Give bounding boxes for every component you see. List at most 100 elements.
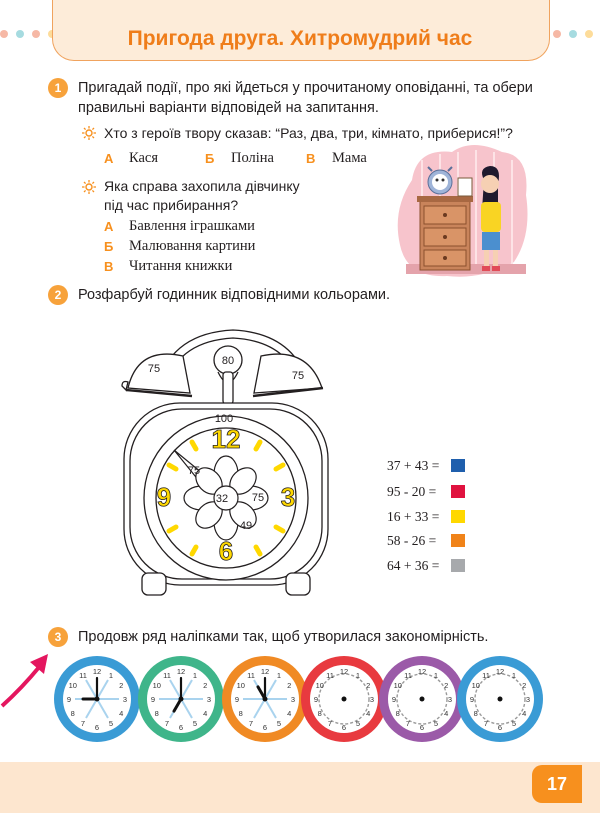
dot <box>16 30 24 38</box>
dial-number: 10 <box>237 681 245 690</box>
dial-number: 8 <box>318 709 322 718</box>
clock-center <box>497 696 503 702</box>
dial-number: 9 <box>235 695 239 704</box>
task1-text-line1: Пригадай події, про які йдеться у прочит… <box>78 80 533 96</box>
dial-number: 5 <box>109 719 113 728</box>
dial-number: 7 <box>484 719 488 728</box>
dial-number: 10 <box>316 681 324 690</box>
dial-number: 5 <box>512 719 516 728</box>
option-letter[interactable]: А <box>104 151 114 166</box>
dial-number: 9 <box>67 695 71 704</box>
dial-number: 1 <box>193 671 197 680</box>
option-letter[interactable]: Б <box>205 151 215 166</box>
dial-number: 12 <box>496 667 504 676</box>
dial-number: 6 <box>95 723 99 732</box>
dial-number: 2 <box>366 681 370 690</box>
dial-number: 7 <box>406 719 410 728</box>
color-swatch <box>451 510 465 523</box>
question2-text-line2: під час прибирання? <box>104 197 239 213</box>
clock-center <box>341 696 347 702</box>
dial-number: 6 <box>263 723 267 732</box>
dial-number: 8 <box>155 709 159 718</box>
clock-face-number: 12 <box>212 424 241 454</box>
dial-number: 6 <box>498 723 502 732</box>
dial-number: 6 <box>179 723 183 732</box>
clock-center <box>262 696 268 702</box>
dial-number: 2 <box>522 681 526 690</box>
page-footer <box>0 762 600 813</box>
dial-number: 5 <box>277 719 281 728</box>
dial-number: 1 <box>356 671 360 680</box>
dial-number: 2 <box>444 681 448 690</box>
clock-region-label: 80 <box>222 355 234 367</box>
dial-number: 1 <box>109 671 113 680</box>
dial-number: 5 <box>193 719 197 728</box>
clock-region-label: 75 <box>292 370 304 382</box>
page-number: 17 <box>532 765 582 803</box>
task3-text: Продовж ряд наліпками так, щоб утворилас… <box>78 629 489 645</box>
option-text[interactable]: Бавлення іграшками <box>129 218 255 234</box>
dot <box>585 30 593 38</box>
clock-center <box>419 696 425 702</box>
dot <box>569 30 577 38</box>
dial-number: 4 <box>444 709 448 718</box>
color-key-equation: 37 + 43 = <box>387 458 440 473</box>
color-swatch <box>451 485 465 498</box>
alarm-clock-coloring: 12 3 6 9 80 75 75 100 75 32 75 49 <box>121 329 329 596</box>
dial-number: 9 <box>470 695 474 704</box>
option-letter[interactable]: В <box>306 151 316 166</box>
task-number-badge: 3 <box>48 627 68 647</box>
dial-number: 7 <box>328 719 332 728</box>
snowflake-icon <box>75 679 119 719</box>
color-key-equation: 95 - 20 = <box>387 484 437 499</box>
option-letter[interactable]: В <box>104 259 114 274</box>
option-text[interactable]: Кася <box>129 150 159 166</box>
dial-number: 11 <box>482 671 490 680</box>
dial-number: 3 <box>207 695 211 704</box>
dial-number: 2 <box>287 681 291 690</box>
dial-number: 11 <box>247 671 255 680</box>
dial-number: 12 <box>93 667 101 676</box>
task-number-badge: 1 <box>48 78 68 98</box>
dial-number: 11 <box>326 671 334 680</box>
color-key-equation: 16 + 33 = <box>387 509 440 524</box>
dial-number: 5 <box>434 719 438 728</box>
dial-number: 6 <box>342 723 346 732</box>
dot <box>553 30 561 38</box>
color-swatch <box>451 459 465 472</box>
dial-number: 10 <box>472 681 480 690</box>
dial-number: 12 <box>418 667 426 676</box>
dial-number: 10 <box>69 681 77 690</box>
dial-number: 7 <box>81 719 85 728</box>
dial-number: 1 <box>512 671 516 680</box>
option-text[interactable]: Поліна <box>231 150 274 166</box>
option-text[interactable]: Мама <box>332 150 367 166</box>
dial-number: 3 <box>448 695 452 704</box>
sticker-placeholder <box>396 673 448 725</box>
option-letter[interactable]: Б <box>104 239 114 254</box>
dial-number: 12 <box>177 667 185 676</box>
sticker-placeholder <box>474 673 526 725</box>
dial-number: 10 <box>394 681 402 690</box>
snowflake-icon <box>159 679 203 719</box>
clock-region-label: 49 <box>240 520 252 532</box>
option-text[interactable]: Малювання картини <box>129 238 256 254</box>
option-text[interactable]: Читання книжки <box>129 258 233 274</box>
clock-region-label: 32 <box>216 493 228 505</box>
clock-region-label: 75 <box>148 363 160 375</box>
dial-number: 3 <box>123 695 127 704</box>
dial-number: 3 <box>370 695 374 704</box>
color-key-equation: 58 - 26 = <box>387 533 437 548</box>
dial-number: 8 <box>474 709 478 718</box>
dial-number: 11 <box>404 671 412 680</box>
dial-number: 11 <box>163 671 171 680</box>
dial-number: 1 <box>434 671 438 680</box>
dial-number: 8 <box>71 709 75 718</box>
dial-number: 5 <box>356 719 360 728</box>
option-letter[interactable]: А <box>104 219 114 234</box>
